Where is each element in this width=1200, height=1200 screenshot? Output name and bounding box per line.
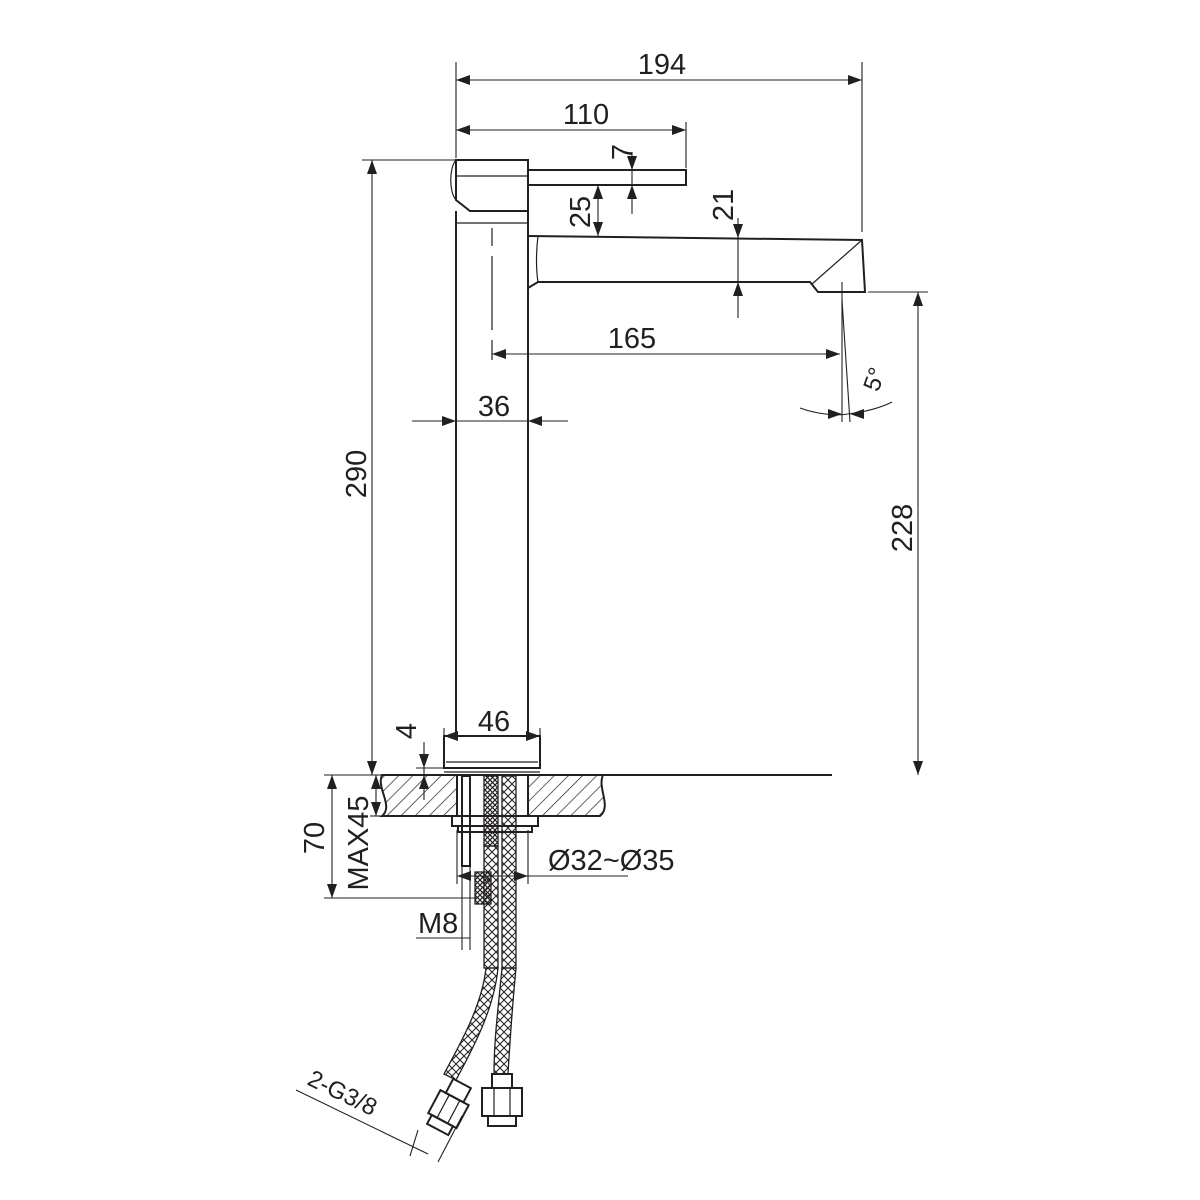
dim-overall-width: 194 bbox=[638, 49, 686, 81]
hose-upper-b bbox=[501, 775, 517, 969]
base-flange bbox=[443, 735, 541, 769]
dim-rod-thread: M8 bbox=[418, 908, 458, 940]
handle-cap bbox=[455, 159, 529, 212]
body-column bbox=[455, 211, 529, 736]
dim-base-diameter: 46 bbox=[478, 706, 510, 738]
dim-handle-reach: 110 bbox=[563, 99, 609, 131]
hose-left bbox=[443, 967, 499, 1081]
dim-hole-diameter: Ø32~Ø35 bbox=[548, 845, 675, 877]
spout bbox=[527, 235, 867, 293]
dim-overall-height: 290 bbox=[341, 450, 373, 498]
hose-fitting-left bbox=[425, 1077, 473, 1137]
faucet-outline bbox=[443, 159, 867, 773]
handle-lever bbox=[527, 169, 687, 186]
dim-mount-depth: 70 bbox=[299, 822, 331, 854]
countertop-right bbox=[527, 774, 606, 817]
dim-handle-to-spout: 25 bbox=[565, 196, 597, 228]
dim-hose-connection: 2-G3/8 bbox=[303, 1065, 381, 1121]
dim-body-width: 36 bbox=[478, 391, 510, 423]
hose-mid-a bbox=[483, 845, 499, 969]
countertop-left bbox=[379, 774, 458, 817]
dimension-lines bbox=[295, 62, 928, 1163]
dim-spout-reach: 165 bbox=[608, 323, 656, 355]
dim-spout-height: 21 bbox=[708, 189, 740, 221]
supply-hoses bbox=[425, 775, 523, 1137]
dim-spout-angle: 5° bbox=[858, 364, 891, 395]
hose-upper-a bbox=[483, 775, 499, 847]
hose-right bbox=[493, 967, 517, 1075]
dim-max-counter: MAX45 bbox=[343, 795, 375, 890]
dim-outlet-height: 228 bbox=[887, 504, 919, 552]
dim-handle-thickness: 7 bbox=[607, 144, 639, 160]
dim-base-thickness: 4 bbox=[391, 723, 423, 739]
hose-fitting-right bbox=[481, 1073, 523, 1127]
threaded-rod bbox=[461, 775, 471, 867]
dimension-labels: 194 110 7 25 21 165 5° 36 290 228 46 4 7… bbox=[299, 49, 919, 1122]
